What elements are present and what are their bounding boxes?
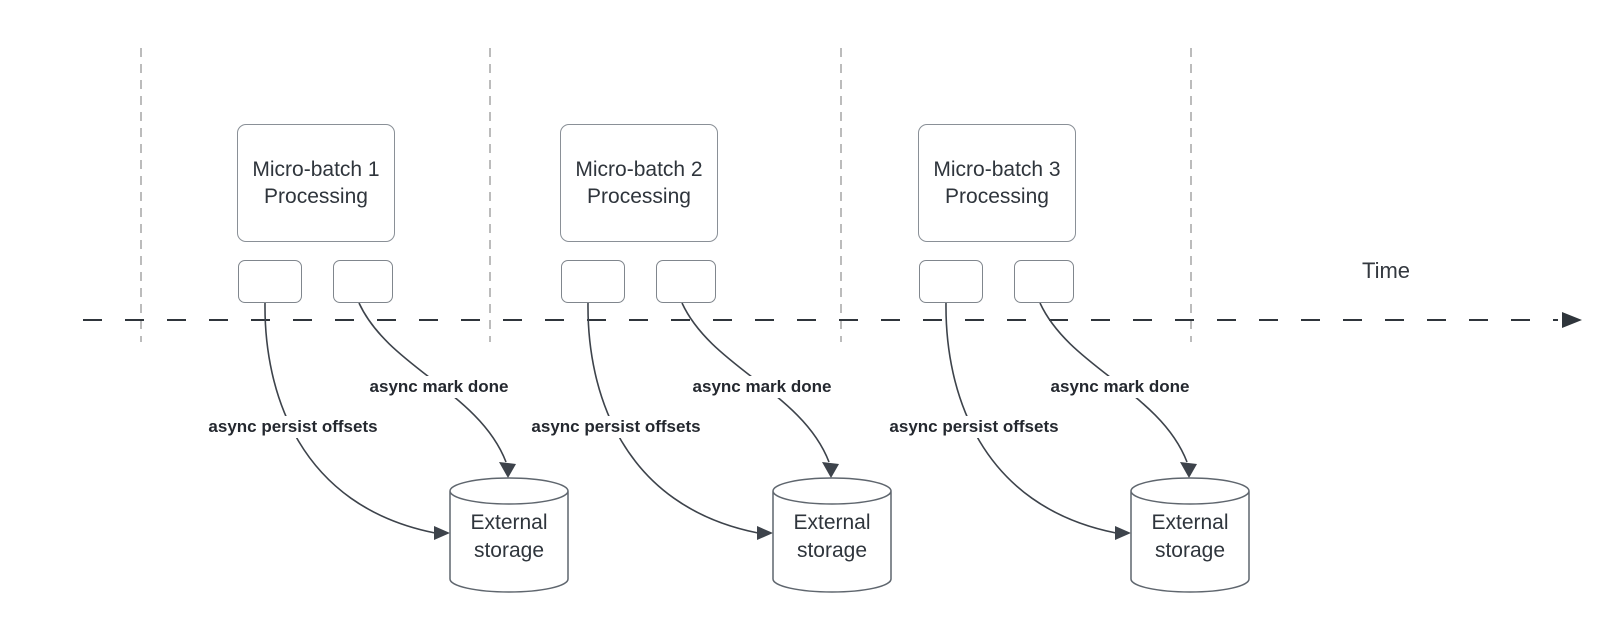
mark-done-arrow (358, 302, 507, 463)
mark-done-arrowhead-icon (499, 462, 516, 478)
mark-done-arrowhead-icon (1180, 462, 1197, 478)
time-axis-label: Time (1361, 258, 1411, 283)
persist-offsets-arrow (945, 302, 1117, 534)
timeline-arrowhead-icon (1562, 312, 1582, 328)
external-storage-cylinder (772, 477, 892, 593)
batch-1-shapes (264, 302, 569, 593)
mark-done-arrowhead-icon (822, 462, 839, 478)
batch-2-shapes (587, 302, 892, 593)
batch-3-shapes (945, 302, 1250, 593)
external-storage-cylinder (449, 477, 569, 593)
persist-offsets-arrow (587, 302, 759, 534)
external-storage-cylinder (1130, 477, 1250, 593)
mark-done-arrow (681, 302, 830, 463)
persist-offsets-arrowhead-icon (757, 526, 773, 540)
persist-offsets-arrowhead-icon (1115, 526, 1131, 540)
persist-offsets-arrowhead-icon (434, 526, 450, 540)
persist-offsets-arrow (264, 302, 436, 534)
mark-done-arrow (1039, 302, 1188, 463)
